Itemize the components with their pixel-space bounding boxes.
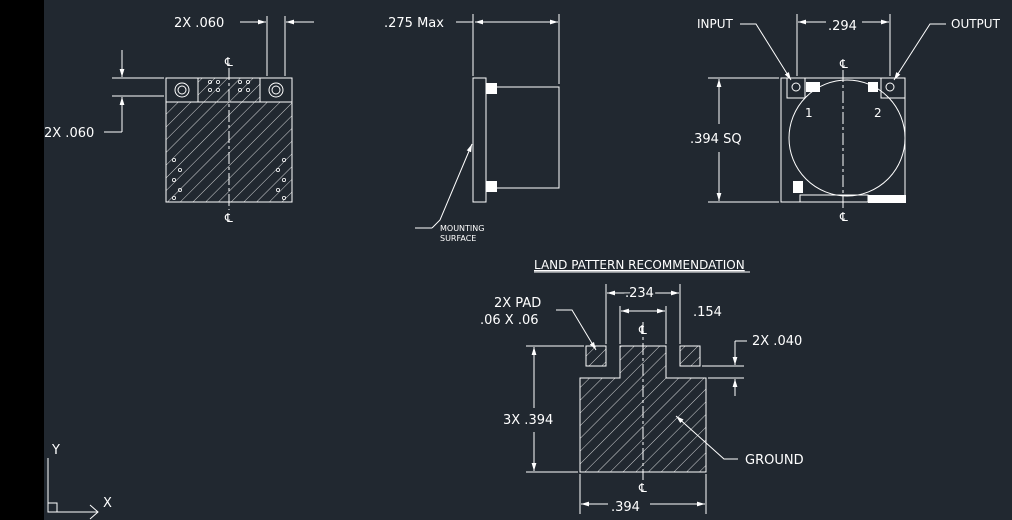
ucs-icon: Y X [47,443,112,520]
land-pattern-title: LAND PATTERN RECOMMENDATION [534,258,745,272]
side-width-label: 2X .060 [44,126,94,141]
ucs-x-label: X [103,496,112,511]
port2-tab [868,82,878,92]
output-label: OUTPUT [951,17,1001,31]
input-port-box [786,77,806,99]
input-leader [740,23,792,81]
land-centerline-symbol-bottom: ℄ [638,481,647,495]
pad-size-label-line1: 2X PAD [494,296,541,311]
top-view-right-pad [259,77,293,103]
bottom-notch [799,194,869,203]
land-centerline-symbol-top: ℄ [638,323,647,337]
input-label: INPUT [697,17,734,31]
corner-pad-bottom-left [793,181,803,193]
pad-width-label: 2X .060 [174,16,224,31]
land-pattern: LAND PATTERN RECOMMENDATION ℄ ℄ .234 .15… [480,258,804,515]
left-signal-pad [585,345,607,367]
ground-leader [675,415,738,460]
top-view-centerline-symbol-top: ℄ [224,55,233,69]
left-pad-hole-inner [177,85,187,95]
dim-040-label: 2X .040 [752,334,802,349]
upper-terminal [486,83,497,94]
mounting-label-line1: MOUNTING [440,224,484,233]
port2-label: 2 [874,106,882,120]
top-view-left-pad [165,77,199,103]
input-port-hole [791,82,801,92]
size-label: .394 SQ [690,132,742,147]
mounting-plate [472,77,487,203]
pad-size-label-line2: .06 X .06 [480,313,539,328]
right-view-centerline-symbol-top: ℄ [839,57,848,71]
side-view: .275 Max MOUNTING SURFACE [384,14,560,243]
lower-terminal [486,181,497,192]
dim-154-label: .154 [693,305,722,320]
mounting-surface-leader [431,143,473,229]
ucs-y-label: Y [51,443,60,458]
max-height-label: .275 Max [384,16,444,31]
top-view-centerline-symbol-bottom: ℄ [224,211,233,225]
top-view: ℄ ℄ 2X .060 2X .060 [44,16,314,225]
right-signal-pad [679,345,701,367]
ground-label: GROUND [745,453,804,468]
pad-size-leader [556,309,597,351]
port1-label: 1 [805,106,813,120]
mounting-label-line2: SURFACE [440,234,476,243]
port1-tab [806,82,820,92]
right-pad-hole-inner [271,85,281,95]
right-pad-hole [268,82,284,98]
dim-234-label: .234 [625,286,654,301]
right-view: ℄ ℄ 1 2 .294 INPUT OUTPUT .394 SQ [690,14,1001,224]
output-leader [893,23,946,81]
side-view-body [485,86,560,189]
width-label: .394 [611,500,640,515]
height-label: 3X .394 [503,413,553,428]
ground-strip [868,195,906,203]
resonator-circle [788,79,906,197]
right-view-centerline-symbol-bottom: ℄ [839,210,848,224]
ucs-x-arrow [89,504,99,520]
ucs-origin-box [47,502,58,513]
left-pad-hole [174,82,190,98]
via-dots [171,80,286,200]
spacing-label: .294 [828,19,857,34]
output-port-hole [885,82,895,92]
output-port-box [880,77,906,99]
